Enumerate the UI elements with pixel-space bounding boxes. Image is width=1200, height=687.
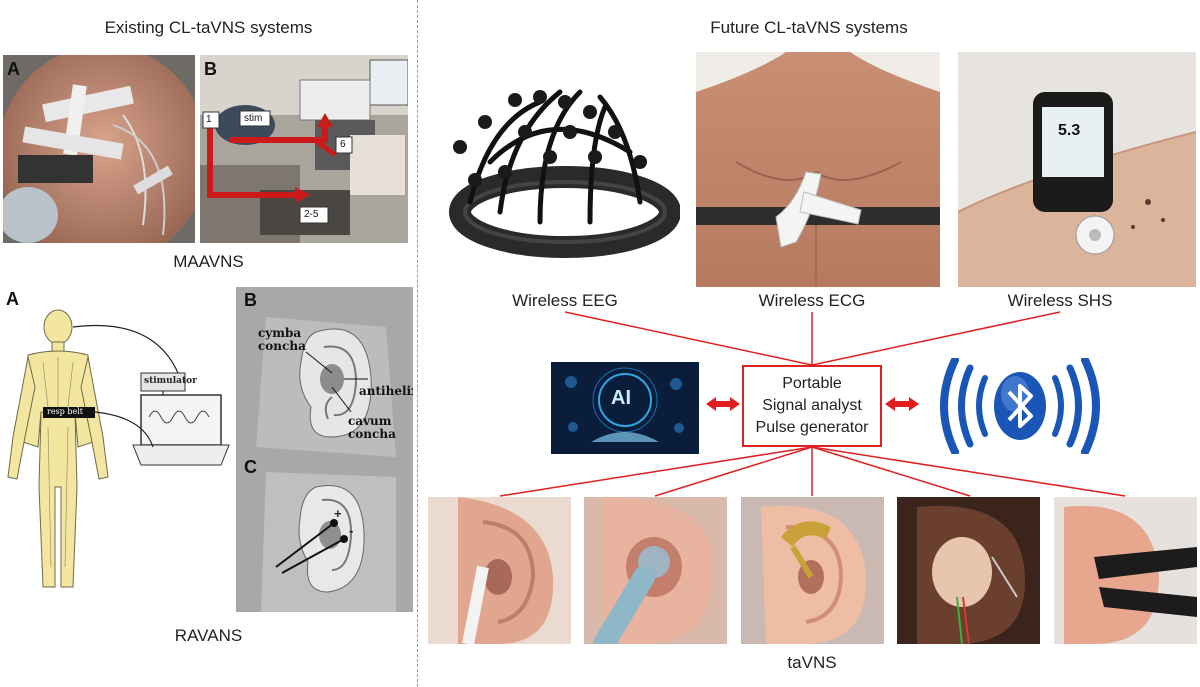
ravans-panel-bc: B C cymba concha antihelix cavum concha … xyxy=(236,287,413,612)
maavns-panel-a-label: A xyxy=(7,59,20,79)
cymba-concha-label: concha xyxy=(258,339,306,353)
glucose-reading: 5.3 xyxy=(1058,122,1081,139)
stim-label: stim xyxy=(244,113,263,124)
ai-image: AI xyxy=(551,362,699,454)
tavns-earphone-3 xyxy=(741,497,884,644)
maavns-photo-a: A xyxy=(3,55,195,243)
existing-systems-title: Existing CL-taVNS systems xyxy=(104,18,313,37)
section-divider xyxy=(417,0,418,687)
minus-electrode-label: - xyxy=(349,523,354,538)
tavns-earphone-1 xyxy=(428,497,571,644)
ravans-panel-a-label: A xyxy=(6,289,19,309)
device-line-signal-analyst: Signal analyst xyxy=(762,397,862,414)
maavns-panel-b-label: B xyxy=(204,59,217,79)
antihelix-label: antihelix xyxy=(359,384,413,398)
cavum-concha-label: concha xyxy=(348,427,396,441)
ravans-panel-c-label: C xyxy=(244,457,257,477)
ravans-panel-a: A stimulator resp belt xyxy=(3,287,233,612)
tavns-earphone-2 xyxy=(584,497,727,644)
stimulator-label: stimulator xyxy=(144,376,197,386)
tavns-earphone-5 xyxy=(1054,497,1197,644)
ravans-caption: RAVANS xyxy=(174,626,243,645)
wireless-eeg-label: Wireless EEG xyxy=(512,291,618,310)
maavns-caption: MAAVNS xyxy=(173,252,244,271)
resp-belt-label: resp belt xyxy=(47,407,83,416)
wireless-ecg-label: Wireless ECG xyxy=(758,291,866,310)
device-label-6: 6 xyxy=(340,139,346,150)
cymba-label: cymba xyxy=(258,326,302,340)
tavns-caption: taVNS xyxy=(787,653,837,672)
portable-device-box: Portable Signal analyst Pulse generator xyxy=(742,365,882,447)
cavum-label: cavum xyxy=(348,414,392,428)
future-systems-title: Future CL-taVNS systems xyxy=(710,18,908,37)
device-label-2-5: 2-5 xyxy=(304,209,319,220)
device-line-pulse-generator: Pulse generator xyxy=(755,419,869,436)
bluetooth-icon xyxy=(925,356,1115,456)
device-line-portable: Portable xyxy=(782,375,842,392)
shs-sensor-image: 5.3 xyxy=(958,52,1196,287)
plus-electrode-label: + xyxy=(334,506,342,521)
ai-text: AI xyxy=(611,387,631,409)
tavns-earphone-4 xyxy=(897,497,1040,644)
electrode-label-1: 1 xyxy=(206,114,212,125)
wireless-shs-label: Wireless SHS xyxy=(1007,291,1113,310)
maavns-photo-b: B 1 stim 6 2-5 xyxy=(200,55,408,243)
ecg-chest-image xyxy=(696,52,940,287)
eeg-headset-image xyxy=(430,62,680,282)
ravans-panel-b-label: B xyxy=(244,290,257,310)
